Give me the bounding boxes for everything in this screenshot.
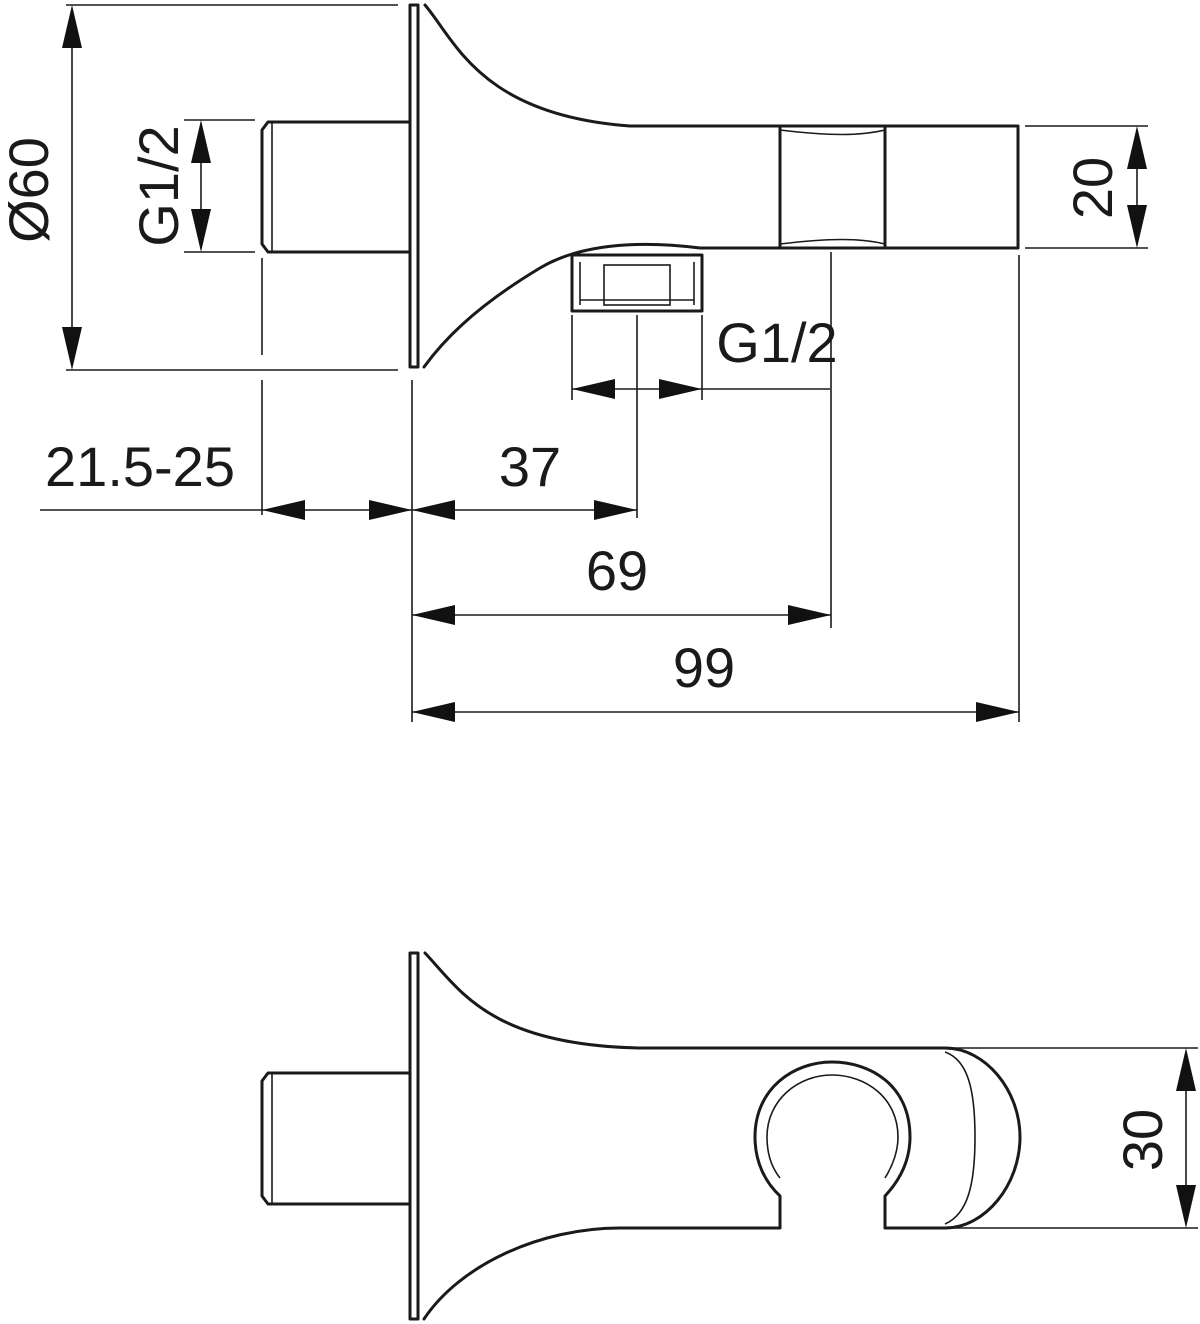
total-length-label: 99 <box>673 636 735 699</box>
side-view <box>260 3 1020 369</box>
dimension-outlet-offset <box>412 500 637 520</box>
extension-lines <box>66 4 1148 722</box>
holder-body <box>422 951 1022 1321</box>
outlet-thread-label: G1/2 <box>716 311 837 374</box>
holder-height-label: 30 <box>1111 1109 1174 1171</box>
top-view <box>260 951 1022 1321</box>
inlet-thread-label: G1/2 <box>127 125 190 246</box>
outlet-nut <box>570 253 704 313</box>
dimension-outlet-to-spout <box>412 605 831 625</box>
spout-height-label: 20 <box>1061 157 1124 219</box>
wall-flange <box>408 3 420 369</box>
dimension-wall-depth <box>40 500 412 520</box>
dimension-outlet-thread <box>572 379 830 399</box>
dimension-spout-height <box>1127 126 1147 248</box>
diameter-label: Ø60 <box>0 137 60 243</box>
spout-body <box>422 3 1020 369</box>
dimension-holder-height <box>1176 1048 1196 1228</box>
dimension-inlet-thread <box>191 120 211 252</box>
wall-flange-bottom <box>408 951 420 1321</box>
inlet-nipple-bottom <box>260 1071 412 1206</box>
extension-lines-bottom <box>950 1047 1198 1229</box>
outlet-offset-label: 37 <box>499 435 561 498</box>
wall-depth-label: 21.5-25 <box>45 435 235 498</box>
outlet-to-spout-label: 69 <box>586 539 648 602</box>
dimension-total-length <box>412 702 1019 722</box>
inlet-nipple <box>260 120 412 254</box>
dimension-diameter <box>62 5 82 370</box>
